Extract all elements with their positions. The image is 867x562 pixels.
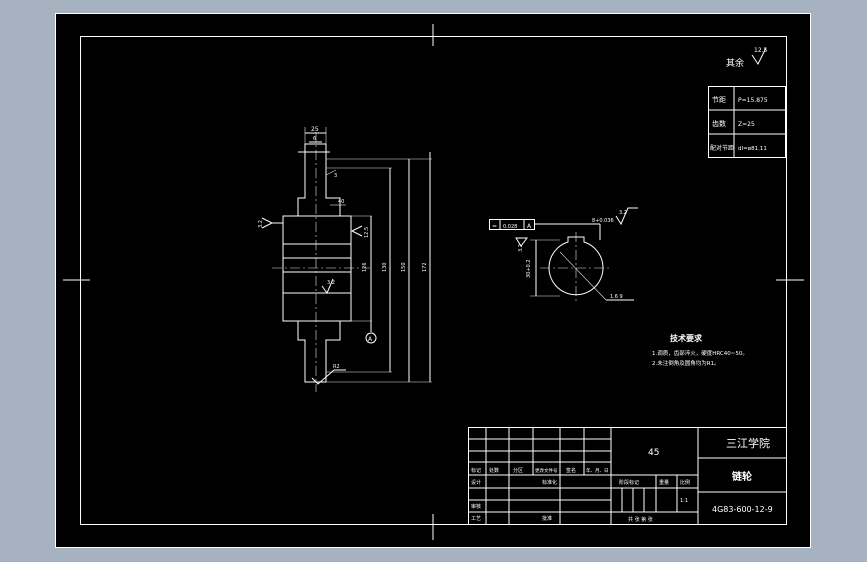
tolerance-datum: A — [527, 223, 532, 230]
dim-tooth-width: 6 — [313, 136, 316, 142]
tolerance-symbol: = — [492, 223, 497, 230]
hdr-change-doc: 更改文件号 — [535, 467, 558, 474]
hdr-zone: 分区 — [513, 467, 523, 474]
param-label-diameter: 配对节距 — [710, 144, 734, 152]
sprocket-end-view: = 0.028 A 3.2 8+0.036 3.2 30+0.2 1.6 9 — [489, 207, 638, 304]
keyway-depth-note: 30+0.2 — [526, 259, 532, 278]
dim-pitch-diameter: 150 — [401, 262, 407, 272]
param-value-diameter: dI=ø81.11 — [738, 146, 767, 152]
keyway-width-note: 8+0.036 — [592, 218, 614, 224]
title-block: 标记 处数 分区 更改文件号 签名 年、月、日 设计 审核 工艺 标准化 批准 … — [468, 427, 787, 525]
roughness-bottom-value: 3.2 — [327, 280, 335, 286]
sheets-label: 共 张 第 张 — [628, 516, 653, 523]
roughness-bottom-icon — [321, 278, 334, 295]
row-approve: 批准 — [542, 515, 552, 522]
param-label-pitch: 节距 — [712, 96, 726, 104]
row-process: 工艺 — [471, 516, 481, 522]
hdr-count: 处数 — [489, 467, 499, 474]
dim-root-diameter: 130 — [382, 262, 388, 272]
param-label-teeth: 齿数 — [712, 119, 726, 128]
dim-width-top: 25 — [311, 126, 319, 133]
roughness-top-value: 3.2 — [619, 210, 627, 216]
drawing-sheet — [55, 13, 811, 548]
tooth-radius-note: R2 — [333, 364, 340, 370]
material-value: 45 — [648, 448, 659, 458]
param-value-pitch: P=15.875 — [738, 97, 768, 104]
dim-outer-diameter: 172 — [422, 262, 428, 272]
weight-label: 重量 — [659, 479, 669, 486]
drawing-number: 4G83-600-12-9 — [712, 505, 773, 514]
bore-outline — [282, 243, 352, 294]
roughness-left-value: 3.2 — [258, 220, 264, 228]
part-name: 链轮 — [731, 470, 752, 483]
gear-parameter-table: 节距 P=15.875 齿数 Z=25 配对节距 dI=ø81.11 — [708, 86, 786, 158]
roughness-endleft-icon — [515, 237, 528, 247]
hdr-mark: 标记 — [471, 467, 481, 474]
row-standard: 标准化 — [542, 479, 557, 486]
hdr-date: 年、月、日 — [586, 467, 609, 474]
param-value-teeth: Z=25 — [738, 121, 755, 128]
hdr-sign: 签名 — [566, 467, 576, 474]
scale-label: 比例 — [680, 479, 690, 486]
general-roughness-note: 其余 12.5 — [726, 47, 768, 69]
roughness-right-icon — [350, 225, 363, 237]
technical-requirements: 技术要求 1.调质，齿部淬火，硬度HRC40~50。 2.未注倒角及圆角均为R1… — [652, 333, 748, 367]
dim-hub-length: 40 — [338, 199, 344, 205]
dim-hub-diameter: 126 — [362, 262, 368, 272]
tolerance-value: 0.028 — [503, 224, 517, 230]
roughness-top-icon — [615, 207, 638, 226]
dim-chamfer: 3 — [334, 173, 337, 179]
bore-circle-with-keyway — [548, 236, 604, 296]
roughness-value: 12.5 — [754, 47, 768, 54]
sheet-border — [55, 13, 811, 548]
tech-req-line-1: 1.调质，齿部淬火，硬度HRC40~50。 — [652, 349, 748, 357]
bore-note: 1.6 9 — [610, 294, 623, 300]
roughness-symbol-icon — [751, 47, 767, 65]
datum-callout-circle — [365, 332, 377, 344]
stage-label: 阶段标记 — [619, 479, 639, 486]
tech-req-line-2: 2.未注倒角及圆角均为R1。 — [652, 359, 720, 367]
roughness-right-value: 12.5 — [364, 227, 370, 238]
roughness-label: 其余 — [726, 57, 744, 69]
centering-marks — [63, 24, 804, 540]
institution-name: 三江学院 — [726, 436, 770, 450]
row-review: 审核 — [471, 503, 481, 510]
sprocket-section-view: 25 6 3 40 126 130 150 172 3.2 12.5 3.2 A — [258, 126, 432, 392]
row-design: 设计 — [471, 479, 481, 486]
scale-value: 1:1 — [680, 498, 688, 504]
tech-req-title: 技术要求 — [670, 333, 703, 343]
datum-callout-label: A — [368, 336, 373, 343]
roughness-endleft-value: 3.2 — [518, 244, 524, 252]
